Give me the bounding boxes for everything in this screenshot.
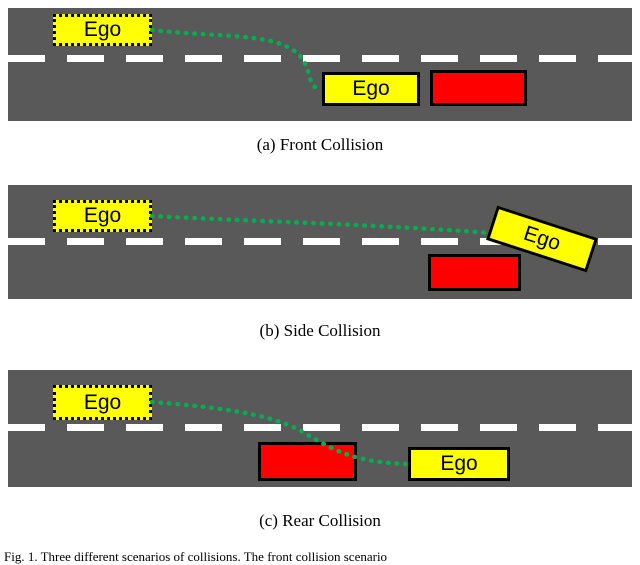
- lane-marking: [8, 424, 632, 431]
- ego-label: Ego: [83, 18, 122, 41]
- other-vehicle: [258, 442, 357, 481]
- ego-label: Ego: [440, 452, 478, 475]
- other-vehicle: [428, 254, 521, 291]
- road-panel-rear-collision: Ego Ego: [8, 370, 632, 487]
- ego-vehicle-start: Ego: [53, 385, 152, 420]
- ego-label: Ego: [520, 221, 564, 256]
- road-panel-side-collision: Ego Ego: [8, 185, 632, 299]
- ego-vehicle-end: Ego: [408, 447, 510, 481]
- ego-label: Ego: [352, 77, 390, 100]
- ego-label: Ego: [83, 204, 122, 227]
- panel-caption-b: (b) Side Collision: [259, 321, 381, 340]
- ego-vehicle-end: Ego: [322, 72, 420, 106]
- other-vehicle: [430, 70, 527, 106]
- lane-marking: [8, 238, 632, 245]
- figure-caption: Fig. 1. Three different scenarios of col…: [4, 549, 388, 564]
- ego-vehicle-start: Ego: [53, 14, 152, 46]
- panel-caption-a: (a) Front Collision: [256, 135, 384, 154]
- trajectory-path: [149, 213, 493, 236]
- ego-vehicle-start: Ego: [53, 200, 152, 232]
- lane-marking: [8, 55, 632, 62]
- road-panel-front-collision: Ego Ego: [8, 8, 632, 121]
- ego-label: Ego: [83, 390, 122, 414]
- panel-caption-c: (c) Rear Collision: [259, 511, 381, 530]
